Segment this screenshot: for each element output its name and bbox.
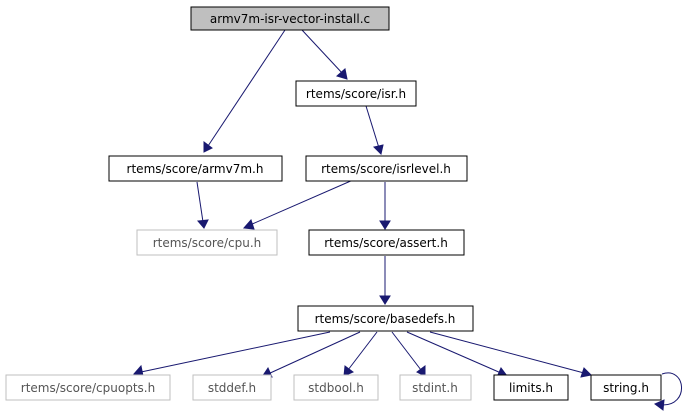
edge-armv7m-to-cpu — [196, 181, 209, 229]
node-armv7m-h[interactable]: rtems/score/armv7m.h — [108, 155, 283, 182]
edge-root-to-armv7m — [203, 29, 286, 153]
node-isr-h[interactable]: rtems/score/isr.h — [295, 80, 417, 107]
edge-basedefs-to-string — [429, 331, 593, 378]
node-isr-label: rtems/score/isr.h — [306, 87, 406, 101]
edge-isrlevel-to-assert — [379, 182, 391, 230]
node-stdint-label: stdint.h — [412, 381, 458, 395]
edge-isr-to-isrlevel — [365, 105, 384, 155]
node-string-label: string.h — [603, 381, 649, 395]
node-stdbool-label: stdbool.h — [308, 381, 364, 395]
edge-basedefs-to-cpuopts — [133, 331, 331, 377]
node-isrlevel-h[interactable]: rtems/score/isrlevel.h — [305, 155, 468, 182]
node-string-h[interactable]: string.h — [590, 374, 662, 401]
node-assert-h[interactable]: rtems/score/assert.h — [308, 229, 465, 256]
node-cpuopts-h[interactable]: rtems/score/cpuopts.h — [5, 374, 171, 401]
edge-string-self-loop — [654, 372, 682, 411]
node-limits-h[interactable]: limits.h — [493, 374, 569, 401]
node-cpu-h[interactable]: rtems/score/cpu.h — [136, 229, 278, 256]
node-isrlevel-label: rtems/score/isrlevel.h — [321, 162, 451, 176]
node-root-file[interactable]: armv7m-isr-vector-install.c — [190, 6, 390, 31]
node-stdint-h[interactable]: stdint.h — [399, 374, 472, 401]
edge-basedefs-to-stdint — [391, 331, 426, 377]
dependency-edges — [133, 29, 682, 411]
edge-assert-to-basedefs — [379, 256, 391, 305]
dependency-nodes: armv7m-isr-vector-install.c rtems/score/… — [5, 6, 662, 401]
node-cpu-label: rtems/score/cpu.h — [153, 236, 262, 250]
edge-root-to-isr — [301, 29, 348, 80]
node-stdbool-h[interactable]: stdbool.h — [293, 374, 379, 401]
node-assert-label: rtems/score/assert.h — [324, 236, 448, 250]
node-stddef-h[interactable]: stddef.h — [192, 374, 272, 401]
node-stddef-label: stddef.h — [208, 381, 256, 395]
node-root-label: armv7m-isr-vector-install.c — [210, 12, 370, 26]
node-limits-label: limits.h — [509, 381, 553, 395]
edge-basedefs-to-stdbool — [343, 331, 378, 377]
node-cpuopts-label: rtems/score/cpuopts.h — [21, 381, 155, 395]
node-basedefs-h[interactable]: rtems/score/basedefs.h — [297, 305, 474, 332]
edge-isrlevel-to-cpu — [242, 179, 354, 230]
node-armv7m-label: rtems/score/armv7m.h — [127, 162, 264, 176]
node-basedefs-label: rtems/score/basedefs.h — [315, 312, 456, 326]
